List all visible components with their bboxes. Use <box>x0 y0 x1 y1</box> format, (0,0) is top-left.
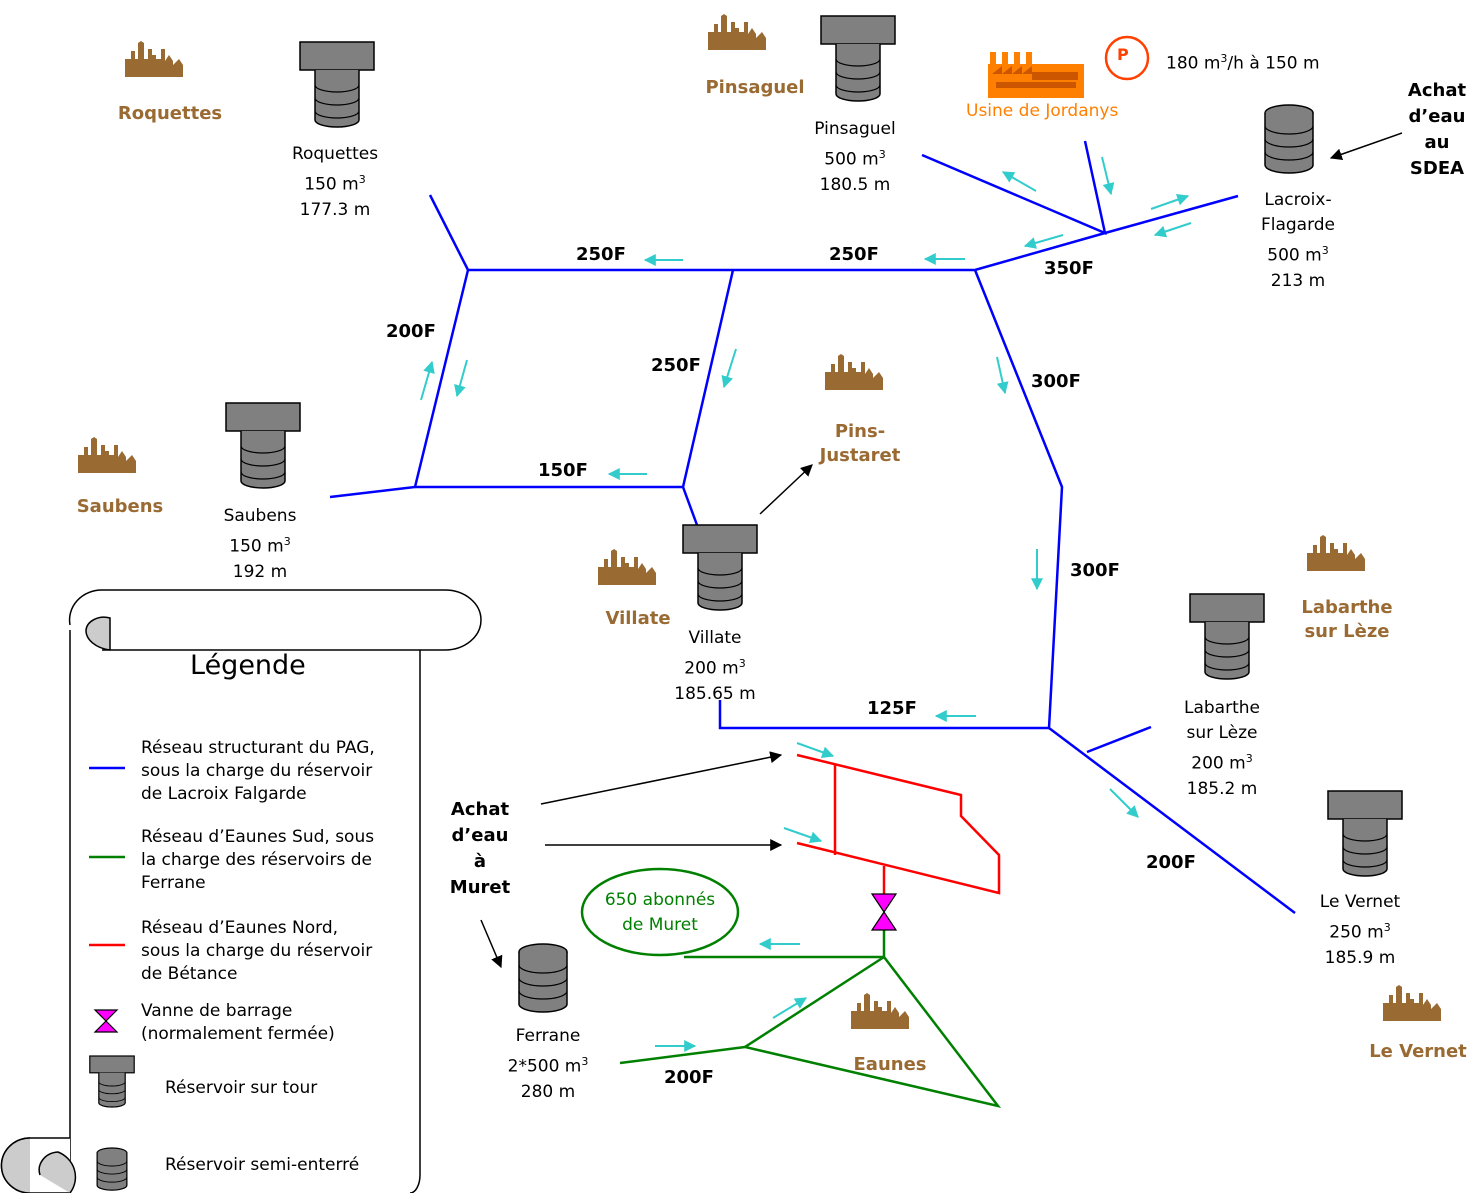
legend-scroll <box>0 589 482 1193</box>
town-pins-justaret-icon <box>825 354 883 390</box>
town-villate-label: Villate <box>605 608 671 629</box>
legend-blue-text: Réseau structurant du PAG,sous la charge… <box>141 738 375 804</box>
town-villate-icon <box>598 549 656 585</box>
town-roquettes-label: Roquettes <box>117 103 223 124</box>
pipe-label-200: 200F <box>386 321 436 342</box>
pipe-label-350: 350F <box>1044 258 1094 279</box>
legend-semi-text: Réservoir semi-enterré <box>165 1155 360 1175</box>
town-pinsaguel-label: Pinsaguel <box>705 77 805 98</box>
legend-semi-icon <box>96 1147 128 1191</box>
legend-red-text: Réseau d’Eaunes Nord,sous la charge du r… <box>141 918 373 984</box>
legend-title: Légende <box>190 650 306 681</box>
flow-arrows <box>420 156 1192 1052</box>
town-pins-justaret-label: Pins-Justaret <box>819 421 901 466</box>
pipe-label-150: 150F <box>538 460 588 481</box>
pipe-label-125: 125F <box>867 698 917 719</box>
town-eaunes-icon <box>851 993 909 1029</box>
town-levernet-icon <box>1383 985 1441 1021</box>
pump-flow-text: 180 m3/h à 150 m <box>1166 52 1320 74</box>
pipe-label-200-vernet: 200F <box>1146 852 1196 873</box>
town-eaunes-label: Eaunes <box>853 1054 927 1075</box>
town-pinsaguel-icon <box>708 14 766 50</box>
reservoir-saubens-icon <box>225 402 301 489</box>
factory-icon <box>988 52 1084 98</box>
pump-icon <box>1104 35 1150 81</box>
subscribers-ellipse <box>580 867 740 957</box>
purchase-arrows <box>480 132 1403 969</box>
reservoir-roquettes-icon <box>299 41 375 128</box>
green-network <box>619 930 1002 1109</box>
pipe-label-300a: 300F <box>1031 371 1081 392</box>
legend-tower-text: Réservoir sur tour <box>165 1078 318 1098</box>
pipe-label-250a: 250F <box>576 244 626 265</box>
pipe-label-250c: 250F <box>651 355 701 376</box>
valve-icon <box>870 893 898 931</box>
reservoir-lacroix-icon <box>1264 104 1314 174</box>
reservoir-labarthe-icon <box>1189 593 1265 680</box>
town-saubens-label: Saubens <box>76 496 164 517</box>
pipe-label-300b: 300F <box>1070 560 1120 581</box>
legend-valve-icon <box>93 1009 119 1033</box>
pump-letter: P <box>1117 45 1129 64</box>
legend-valve-text: Vanne de barrage(normalement fermée) <box>141 1001 335 1044</box>
blue-network <box>329 140 1296 914</box>
plant-name: Usine de Jordanys <box>966 101 1119 121</box>
legend-tower-icon <box>89 1055 135 1108</box>
pipe-label-200-eaunes: 200F <box>664 1067 714 1088</box>
town-roquettes-icon <box>125 41 183 77</box>
reservoir-levernet-icon <box>1327 790 1403 877</box>
reservoir-villate-icon <box>682 524 758 611</box>
red-network <box>796 753 1001 896</box>
town-saubens-icon <box>78 437 136 473</box>
town-levernet-label: Le Vernet <box>1369 1041 1467 1062</box>
reservoir-pinsaguel-icon <box>820 15 896 102</box>
town-labarthe-icon <box>1307 535 1365 571</box>
reservoir-ferrane-icon <box>518 943 568 1013</box>
pipe-label-250b: 250F <box>829 244 879 265</box>
